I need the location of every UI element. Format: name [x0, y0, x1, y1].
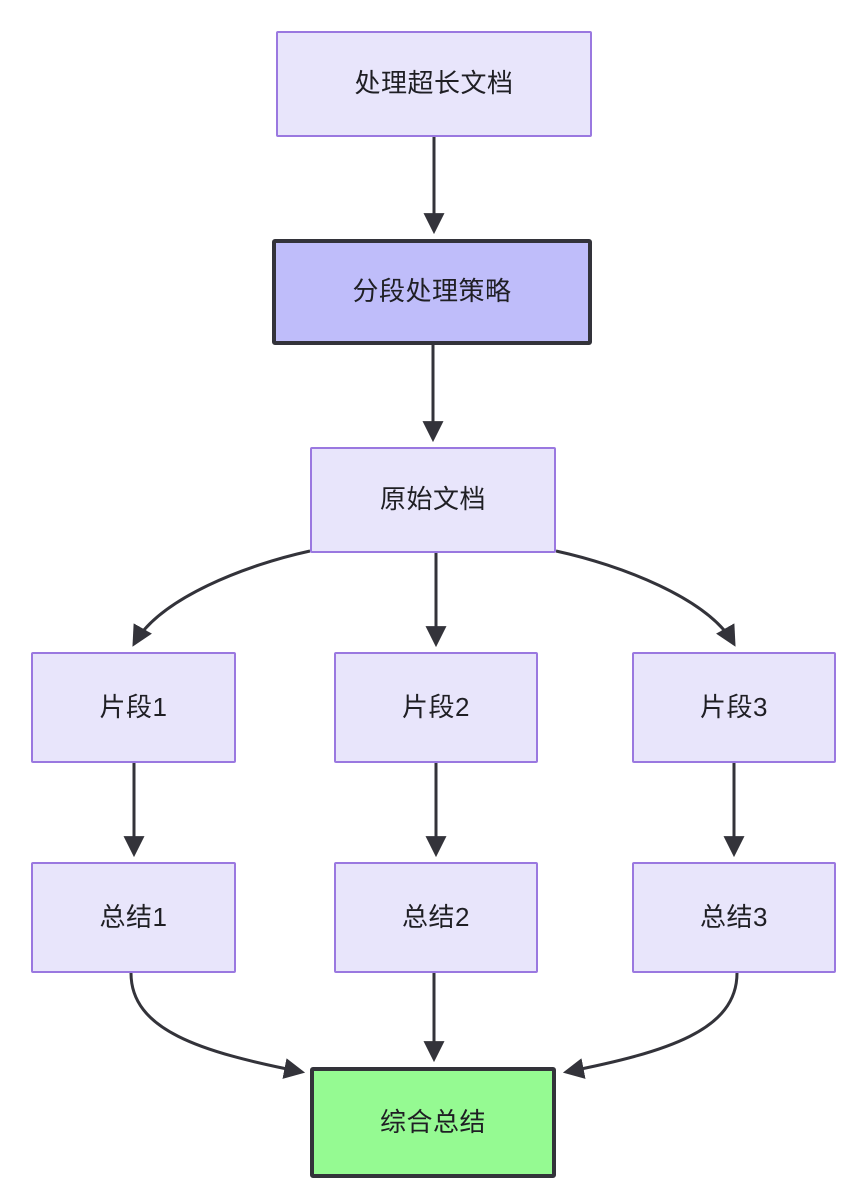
node-label: 片段2 — [402, 691, 470, 722]
edge-n7-to-n10 — [129, 972, 306, 1079]
node-label: 分段处理策略 — [352, 276, 512, 307]
node-n4[interactable]: 片段1 — [31, 652, 236, 763]
node-label: 综合总结 — [379, 1106, 486, 1137]
node-n1[interactable]: 处理超长文档 — [276, 31, 592, 137]
node-label: 片段3 — [700, 691, 768, 722]
edge-n9-to-n10 — [562, 972, 739, 1079]
node-n5[interactable]: 片段2 — [334, 652, 538, 763]
node-n7[interactable]: 总结1 — [31, 862, 236, 973]
node-label: 片段1 — [99, 691, 168, 722]
node-n9[interactable]: 总结3 — [632, 862, 836, 973]
node-label: 总结1 — [99, 901, 168, 932]
node-n3[interactable]: 原始文档 — [310, 447, 556, 553]
node-label: 原始文档 — [379, 484, 486, 515]
node-n2[interactable]: 分段处理策略 — [272, 239, 592, 345]
edge-n3-to-n4 — [132, 549, 311, 647]
node-n10[interactable]: 综合总结 — [310, 1067, 556, 1178]
edge-n3-to-n6 — [555, 549, 736, 647]
node-label: 总结3 — [700, 901, 768, 932]
node-n8[interactable]: 总结2 — [334, 862, 538, 973]
node-label: 处理超长文档 — [354, 68, 514, 99]
node-label: 总结2 — [402, 901, 470, 932]
node-n6[interactable]: 片段3 — [632, 652, 836, 763]
